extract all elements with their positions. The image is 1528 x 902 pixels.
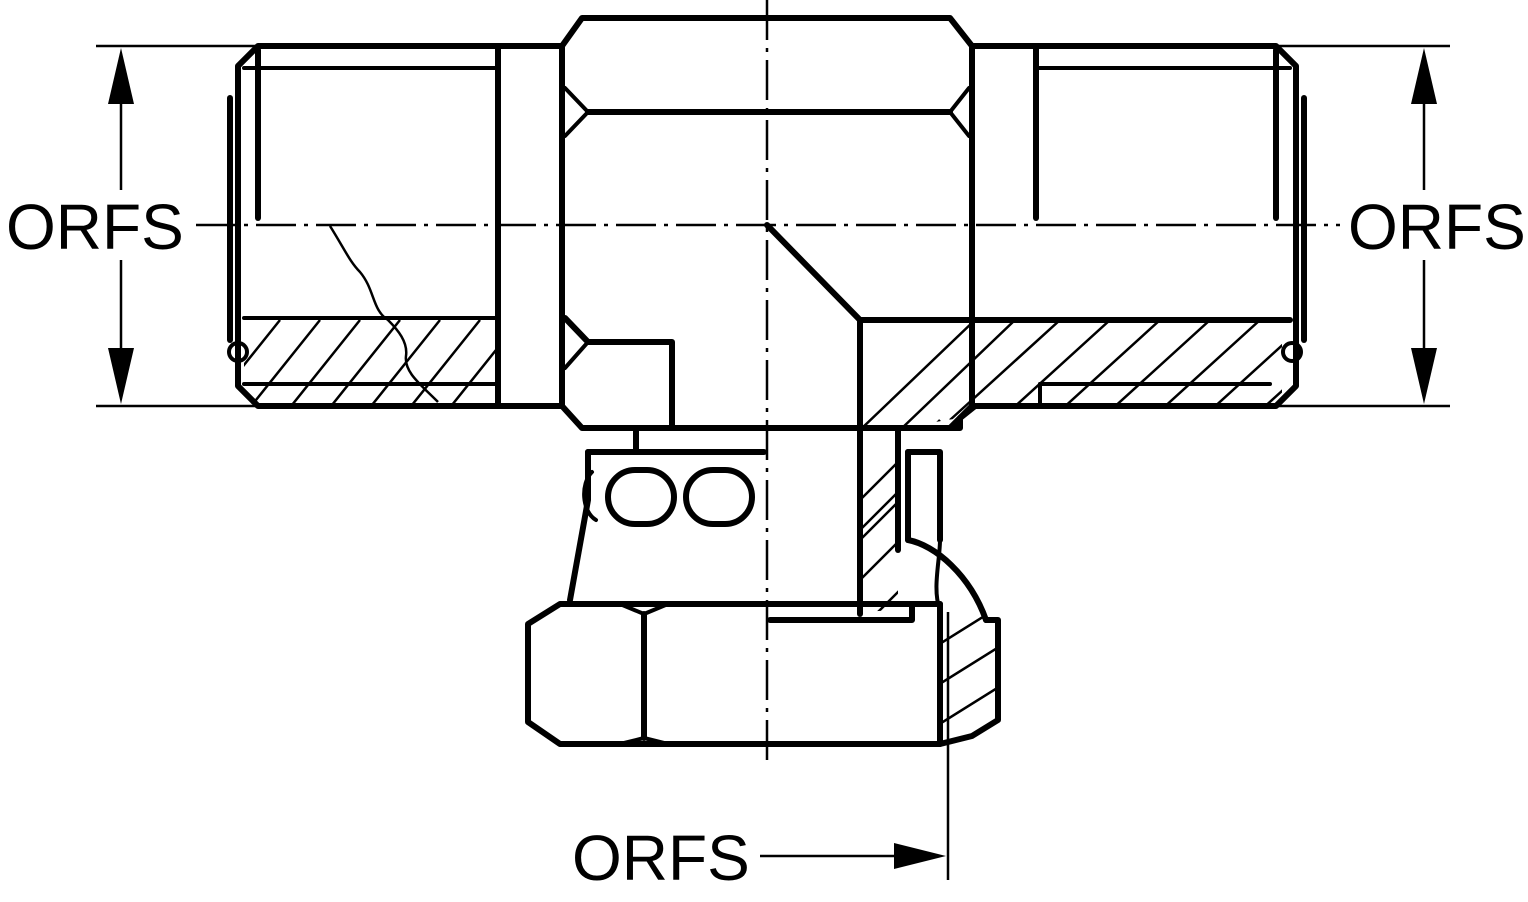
nut-chamfer-bottom bbox=[618, 736, 670, 746]
dimension-lines bbox=[96, 44, 1450, 880]
hex-flat-lower bbox=[562, 315, 675, 431]
left-oring-icon bbox=[227, 341, 249, 363]
nut-seat-curve bbox=[905, 537, 989, 623]
left-arrow-down-icon bbox=[108, 348, 134, 404]
nut-chamfer-top bbox=[618, 602, 670, 616]
collar-hatch bbox=[860, 479, 898, 612]
left-break-line bbox=[328, 225, 439, 403]
hex-chamfer-right-top bbox=[948, 86, 971, 138]
branch-inner-stem bbox=[905, 449, 943, 543]
nut-seat-top bbox=[767, 601, 943, 623]
labels: ORFS ORFS ORFS bbox=[6, 191, 1526, 894]
right-port-body bbox=[764, 43, 1307, 571]
right-port-label: ORFS bbox=[1348, 191, 1526, 263]
left-port-body bbox=[227, 43, 565, 409]
bottom-arrow-right-icon bbox=[894, 843, 946, 869]
left-arrow-up-icon bbox=[108, 48, 134, 104]
nut-slot-1-icon bbox=[605, 467, 677, 527]
left-port-label: ORFS bbox=[6, 191, 184, 263]
bottom-port-label: ORFS bbox=[572, 822, 750, 894]
nut-slot-2-icon bbox=[683, 467, 755, 527]
left-port-hatch bbox=[244, 319, 496, 404]
right-arrow-up-icon bbox=[1411, 48, 1437, 104]
nut-right-face bbox=[937, 617, 1001, 747]
left-port-outline bbox=[235, 43, 565, 409]
nut-hex-outline bbox=[525, 601, 943, 747]
nut-left-curve bbox=[582, 470, 598, 522]
right-port-hatch bbox=[860, 320, 1282, 571]
vertical-branch bbox=[585, 317, 943, 617]
right-bore bbox=[764, 222, 1293, 323]
right-port-outline bbox=[895, 43, 1299, 431]
nut-left-flank bbox=[567, 449, 591, 603]
swivel-nut bbox=[525, 449, 1001, 747]
hex-chamfer-left-bottom bbox=[563, 340, 590, 370]
nut-hatch bbox=[940, 608, 998, 736]
right-arrow-down-icon bbox=[1411, 348, 1437, 404]
hex-chamfer-left-top bbox=[563, 86, 590, 138]
right-oring-icon bbox=[1281, 341, 1303, 363]
